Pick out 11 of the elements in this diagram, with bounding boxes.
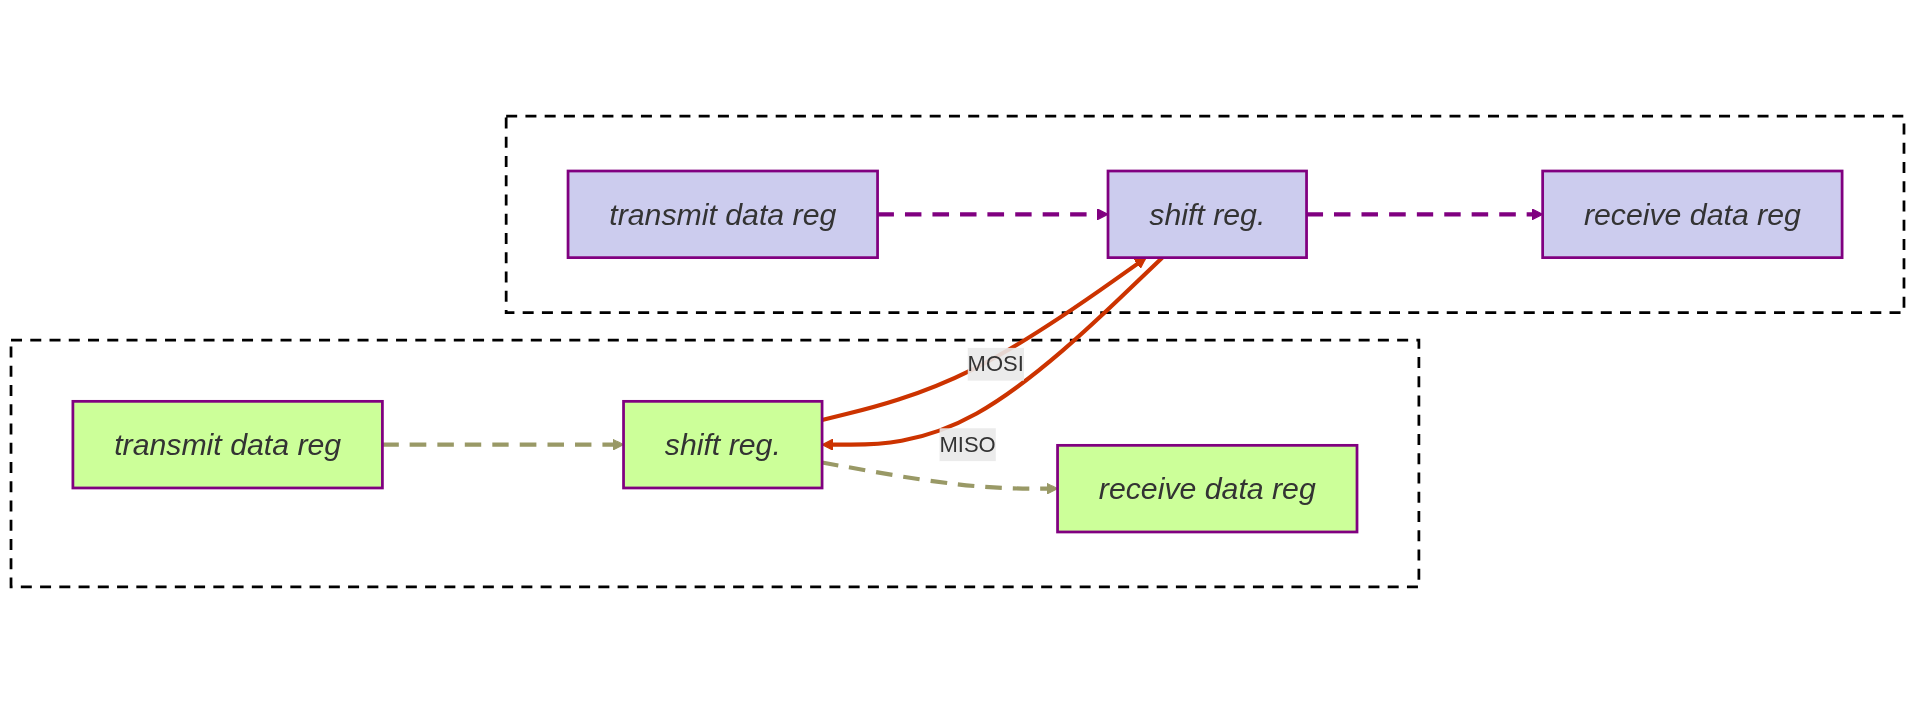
edge-label: MOSI [967,351,1024,375]
node-box: shift reg. [1106,169,1308,259]
node-box: receive data reg [1056,443,1359,533]
cluster [504,114,1906,314]
cluster [9,338,1421,588]
arrow [877,207,1109,220]
node-box: transmit data reg [566,169,879,259]
node-box: shift reg. [622,399,824,489]
edge-label: MISO [939,431,996,456]
node-box: transmit data reg [71,399,384,489]
node-box: receive data reg [1541,169,1844,259]
